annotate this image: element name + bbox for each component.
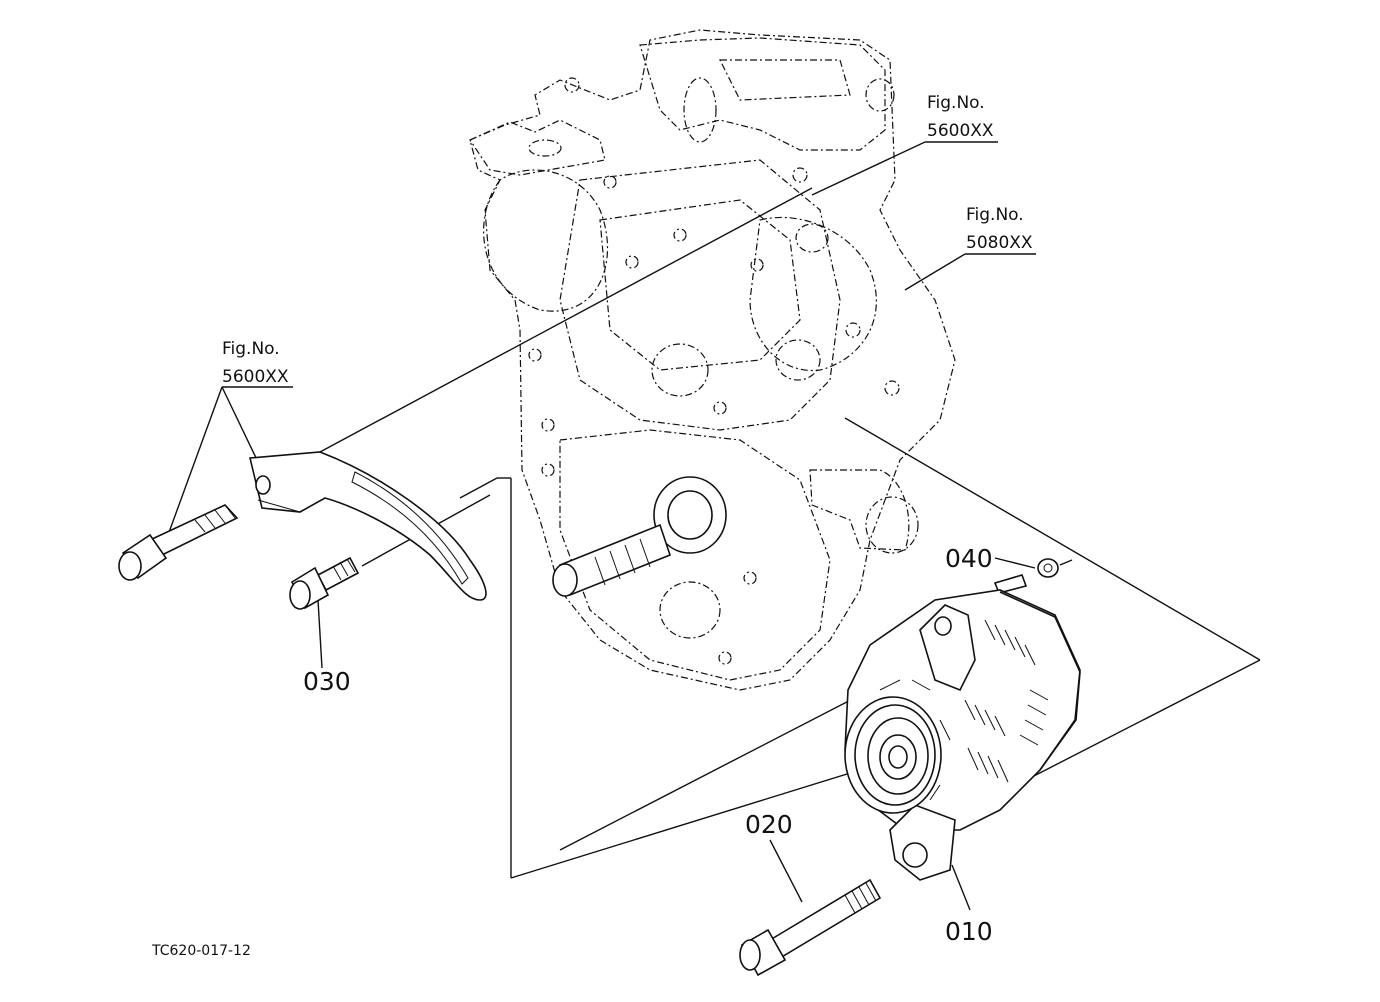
part-number-label: 020: [745, 810, 793, 839]
part-number-label: 040: [945, 544, 993, 573]
leader-lines: [167, 141, 1261, 911]
drawing-code: TC620-017-12: [151, 943, 251, 959]
crankshaft-spline: [552, 476, 727, 597]
bracket-bolt: [118, 504, 239, 581]
bolt-020: [739, 878, 882, 977]
fig-ref-label: Fig.No.: [222, 339, 280, 359]
adjusting-bracket: [249, 451, 487, 601]
alternator: [844, 589, 1081, 881]
fig-ref-label: Fig.No.: [927, 93, 985, 113]
engine-block-phantom: [469, 29, 956, 691]
part-number-label: 030: [303, 667, 351, 696]
bolt-030: [289, 556, 360, 610]
nut-040: [993, 558, 1059, 594]
fig-ref-label: Fig.No.: [966, 205, 1024, 225]
part-number-label: 010: [945, 917, 993, 946]
fig-ref-number: 5600XX: [222, 367, 289, 387]
fig-ref-number: 5600XX: [927, 121, 994, 141]
fig-ref-number: 5080XX: [966, 233, 1033, 253]
